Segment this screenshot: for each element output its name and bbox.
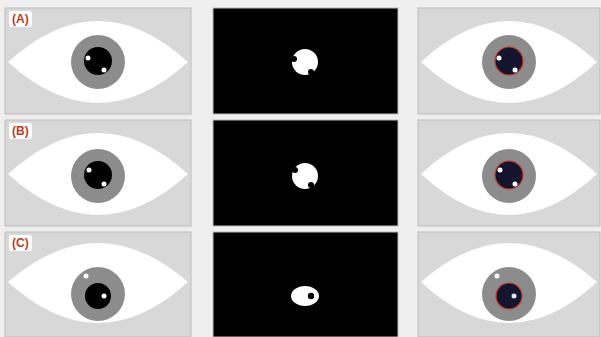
iris <box>71 35 125 89</box>
highlight <box>87 168 92 173</box>
mask-panel <box>213 120 398 226</box>
highlight <box>84 274 89 279</box>
panel <box>5 232 191 337</box>
detected-pupil <box>496 283 522 309</box>
highlight <box>495 274 500 279</box>
panel-label: (C) <box>9 235 32 251</box>
eye-outline <box>421 133 597 215</box>
row-a <box>5 8 600 114</box>
detected-pupil <box>495 161 523 189</box>
panel <box>418 120 600 226</box>
panel-label: (A) <box>9 11 32 27</box>
pupil <box>84 47 112 75</box>
pupil <box>84 161 112 189</box>
highlight <box>102 68 107 73</box>
highlight <box>512 294 517 299</box>
eye-outline <box>421 21 597 103</box>
mask-hole <box>291 56 297 62</box>
iris <box>482 267 536 321</box>
iris <box>482 35 536 89</box>
iris <box>482 149 536 203</box>
highlight <box>102 294 107 299</box>
eye-outline <box>8 243 188 323</box>
mask-hole <box>308 293 314 299</box>
iris <box>71 267 125 321</box>
mask-hole <box>308 69 314 75</box>
highlight <box>86 56 91 61</box>
highlight <box>513 182 518 187</box>
highlight <box>102 182 107 187</box>
pupil-mask <box>291 286 319 306</box>
iris <box>71 149 125 203</box>
row-b <box>5 120 600 226</box>
eye-outline <box>421 243 597 323</box>
mask-hole <box>292 167 298 173</box>
panel <box>5 8 191 114</box>
mask-panel <box>213 232 398 337</box>
row-c <box>5 232 600 337</box>
eye-outline <box>8 133 188 215</box>
highlight <box>498 168 503 173</box>
panel <box>418 8 600 114</box>
eye-outline <box>8 21 188 103</box>
detected-pupil <box>495 47 523 75</box>
mask-panel <box>213 8 398 114</box>
highlight <box>497 56 502 61</box>
highlight <box>513 68 518 73</box>
panel <box>418 232 600 337</box>
pupil <box>85 283 111 309</box>
panel <box>5 120 191 226</box>
panel-label: (B) <box>9 123 32 139</box>
pupil-mask <box>292 49 318 75</box>
mask-hole <box>308 182 314 188</box>
pupil-mask <box>292 163 318 189</box>
